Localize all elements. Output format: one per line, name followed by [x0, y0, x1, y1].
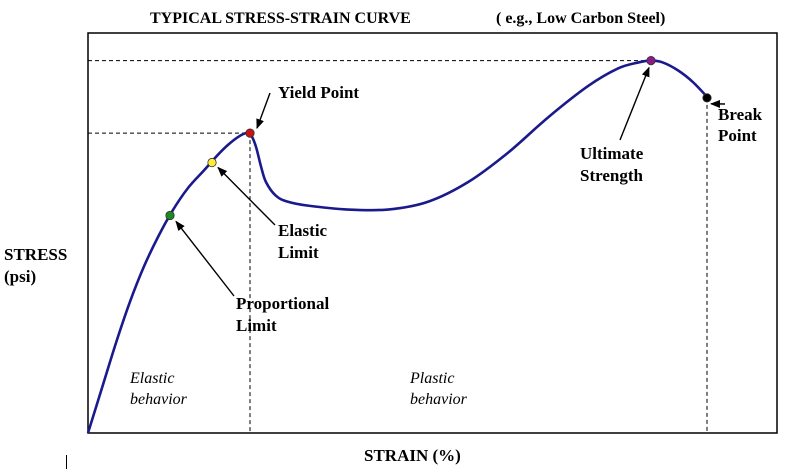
chart-title-row: TYPICAL STRESS-STRAIN CURVE ( e.g., Low …: [0, 10, 800, 30]
elastic-limit-label-line2: Limit: [278, 243, 319, 262]
y-axis-label: STRESS (psi): [4, 244, 67, 288]
break-point-marker: [702, 93, 712, 103]
text-cursor-mark: [66, 455, 67, 469]
plot-frame: [87, 32, 778, 434]
chart-title: TYPICAL STRESS-STRAIN CURVE: [150, 10, 411, 27]
stress-strain-curve: [86, 59, 709, 434]
y-axis-label-line2: (psi): [4, 267, 37, 286]
proportional-limit-arrow: [175, 220, 235, 297]
plastic-region-label-line1: Plastic: [409, 370, 454, 387]
ultimate-strength-marker: [646, 55, 656, 66]
elastic-region-label-line2: behavior: [130, 391, 188, 408]
proportional-limit-label-line2: Limit: [236, 316, 277, 335]
elastic-limit-marker: [207, 157, 217, 168]
elastic-limit-label-line1: Elastic: [278, 221, 328, 240]
yield-point-label: Yield Point: [278, 83, 359, 102]
ultimate-strength-arrow: [619, 66, 650, 141]
proportional-limit-marker: [165, 210, 175, 221]
break-point-label-line2: Point: [718, 126, 757, 145]
elastic-region-label-line1: Elastic: [129, 370, 174, 387]
chart-subtitle: ( e.g., Low Carbon Steel): [496, 10, 666, 27]
yield-point-arrow: [256, 92, 271, 130]
y-axis-label-line1: STRESS: [4, 245, 68, 264]
break-point-label-line1: Break: [718, 105, 763, 124]
ultimate-strength-label-line1: Ultimate: [580, 144, 644, 163]
ultimate-strength-label-line2: Strength: [580, 166, 644, 185]
point-markers: [165, 55, 712, 221]
proportional-limit-label-line1: Proportional: [236, 294, 329, 313]
x-axis-label: STRAIN (%): [364, 446, 461, 465]
elastic-limit-arrow: [217, 166, 276, 226]
yield-point-marker: [245, 128, 255, 138]
guide-lines: [88, 60, 708, 433]
plastic-region-label-line2: behavior: [410, 391, 468, 408]
annotation-arrows: [175, 66, 726, 297]
